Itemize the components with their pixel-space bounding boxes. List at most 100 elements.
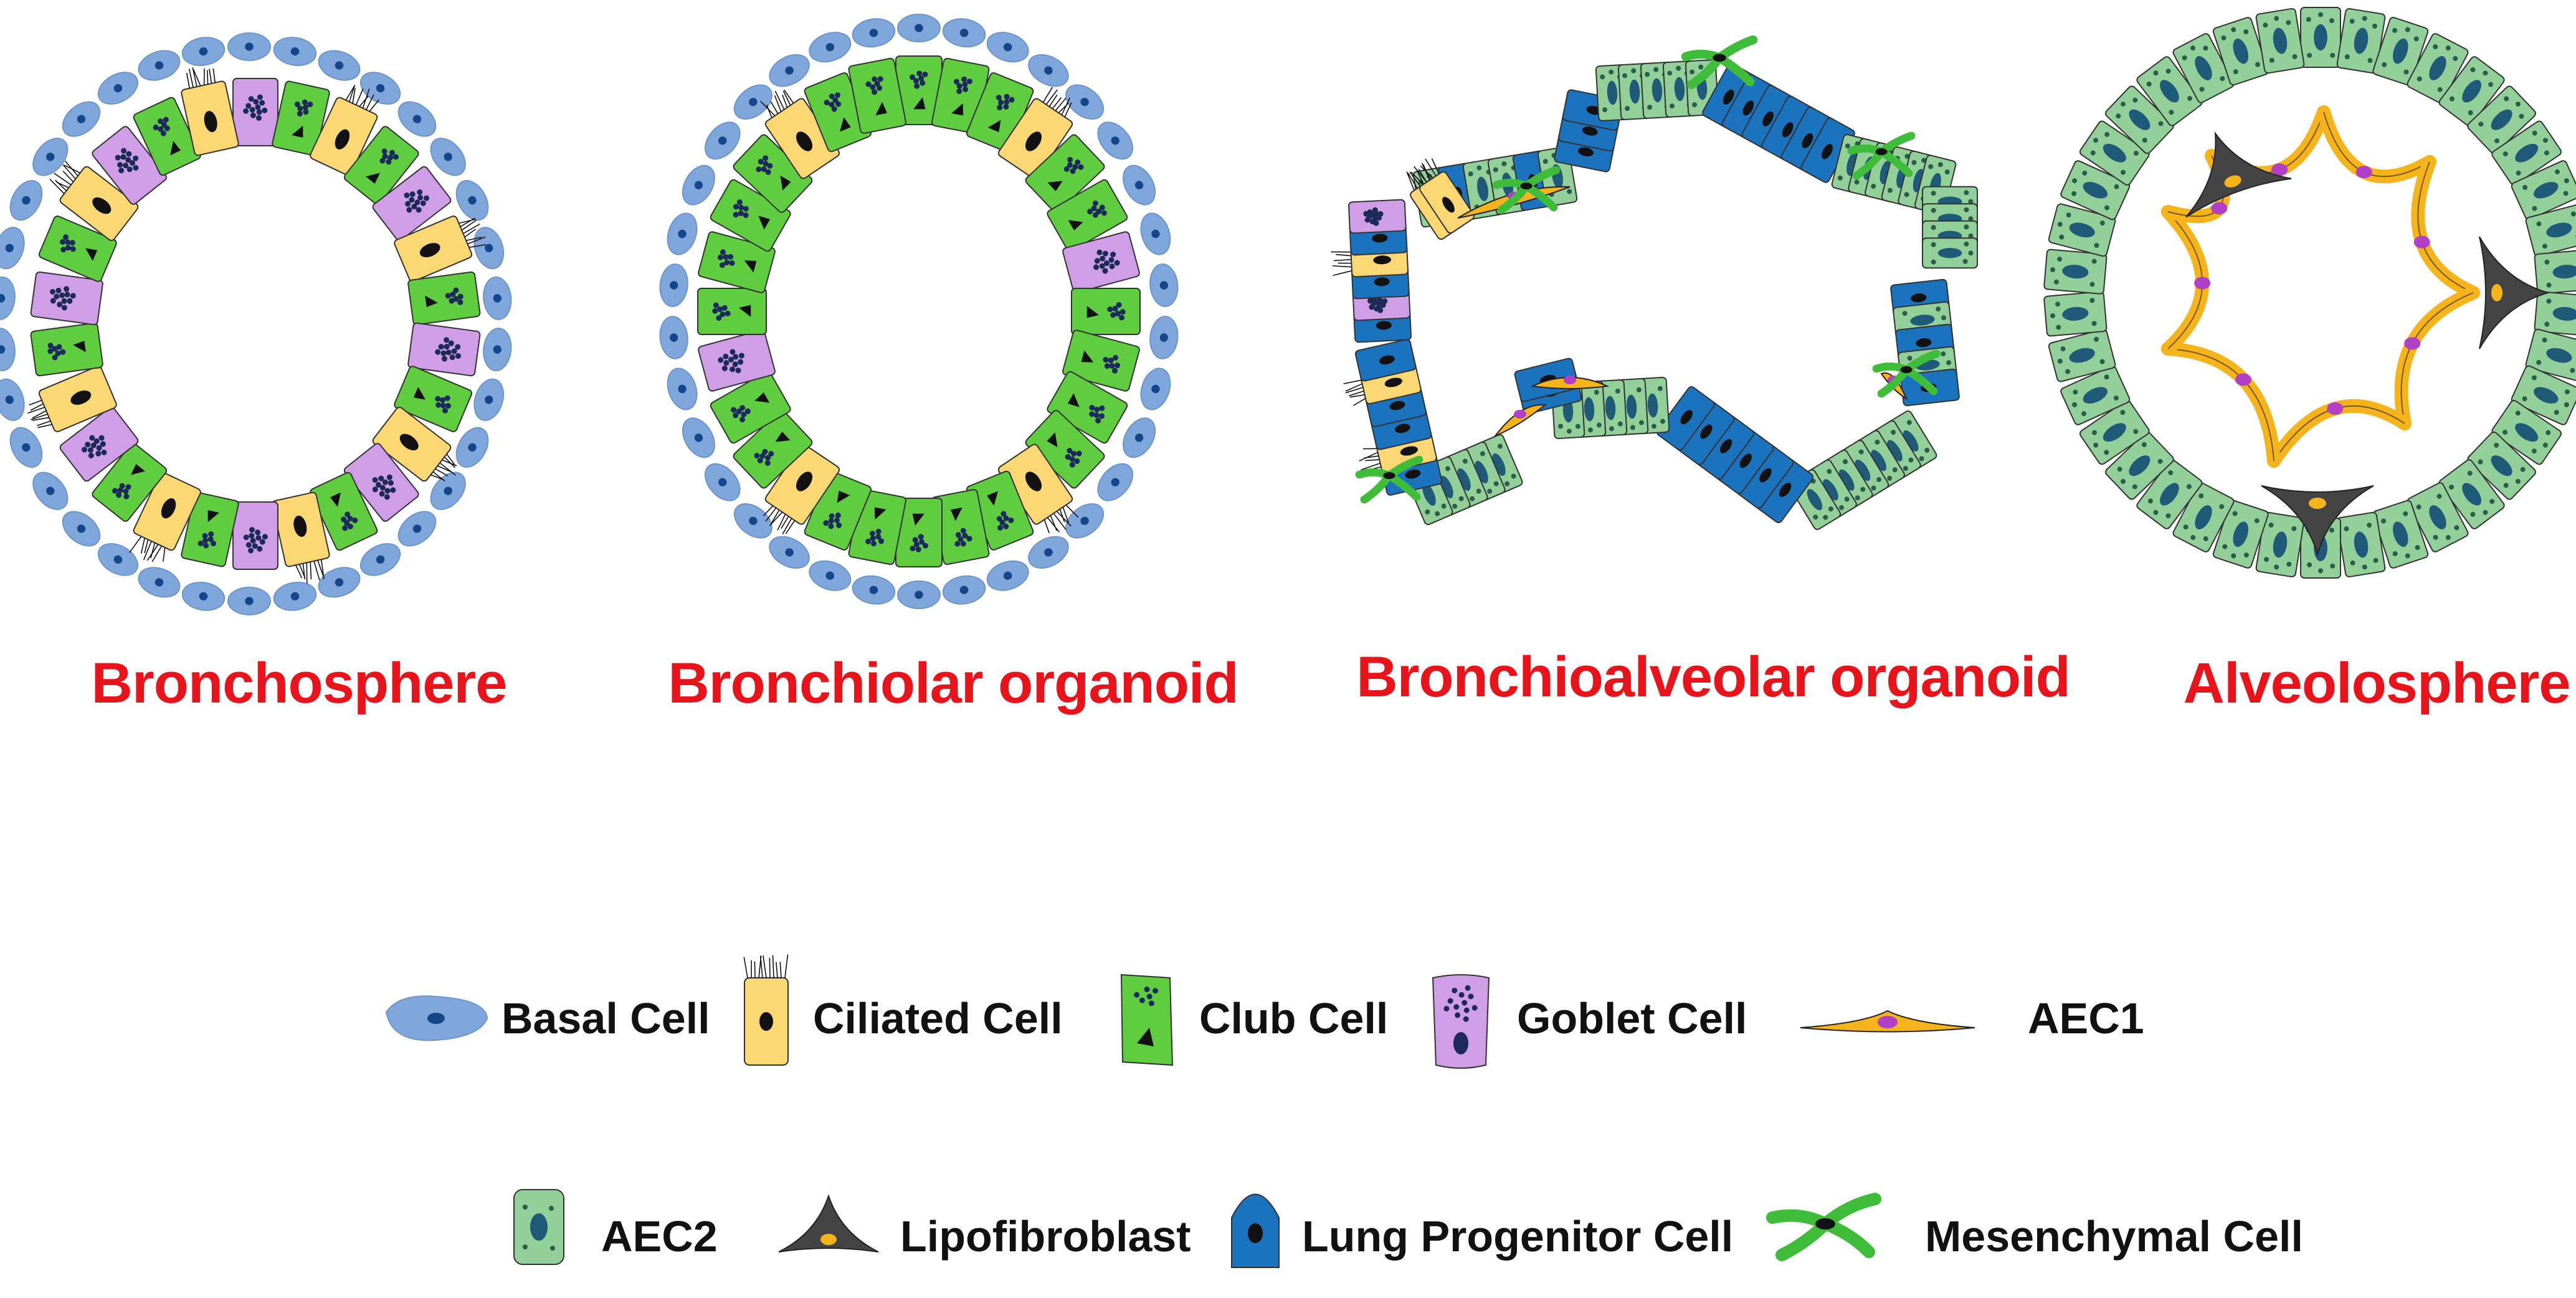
aec1-cell [2402,293,2473,424]
basal-cell [272,579,318,613]
basal-cell [898,14,940,42]
lung-progenitor-cell-icon [1232,1195,1279,1268]
goblet-cell-icon [1433,975,1489,1068]
aec1-cell [1495,405,1545,436]
aec2-cell [1922,238,1977,268]
title-bronchiolar-organoid: Bronchiolar organoid [668,651,1238,716]
basal-cell [658,315,690,360]
basal-cell [392,95,442,143]
basal-cell [4,175,48,225]
basal-cell [1024,49,1074,93]
basal-cell [663,209,702,258]
aec1-nucleus [2211,202,2227,214]
aec2-cell [2534,249,2576,294]
club-cell [698,288,766,334]
basal-cell [941,573,987,607]
basal-cell [764,49,815,93]
aec2-cell [2044,249,2107,294]
aec1-nucleus [2356,166,2372,178]
basal-cell [1148,263,1180,308]
bronchioalveolar-organoid [1331,40,1977,531]
basal-cell [1136,364,1175,413]
aec1-cell [2418,162,2473,293]
basal-cell [4,422,48,473]
lipofibroblast-icon [779,1196,878,1252]
basal-cell [1136,209,1175,258]
basal-cell [1117,412,1162,463]
aec1-nucleus [2194,277,2210,290]
basal-cell [676,412,721,463]
aec1-cell [2274,406,2405,461]
legend-label-goblet-cell: Goblet Cell [1517,993,1747,1043]
basal-cell [392,505,442,552]
basal-cell [56,505,106,552]
aec2-cell [2301,7,2341,67]
basal-cell [663,364,702,413]
basal-cell [0,276,17,321]
basal-cell [482,327,513,372]
basal-cell [0,376,29,424]
legend-label-lung-progenitor-cell: Lung Progenitor Cell [1302,1211,1733,1261]
basal-cell [26,466,74,516]
basal-cell [898,581,940,609]
basal-cell [658,263,690,308]
basal-cell [228,587,270,615]
club-cell [407,272,480,325]
aec1-nucleus [2327,402,2343,415]
basal-cell [482,276,513,321]
basal-cell [941,16,987,50]
basal-cell [135,45,184,85]
basal-cell [1148,315,1180,360]
basal-cell [180,579,226,613]
legend-label-ciliated-cell: Ciliated Cell [813,993,1063,1043]
aec2-cell [2256,8,2304,73]
basal-cell [56,95,106,143]
basal-cell [228,33,270,60]
legend-label-mesenchymal-cell: Mesenchymal Cell [1925,1211,2303,1261]
aec1-nucleus [2235,374,2251,386]
title-bronchosphere: Bronchosphere [92,651,507,716]
basal-cell [93,66,143,111]
club-cell [1072,288,1140,334]
title-alveolosphere: Alveolosphere [2184,651,2570,716]
basal-cell [806,27,854,67]
bronchiolar-organoid [658,14,1180,609]
title-bronchioalveolar-organoid: Bronchioalveolar organoid [1356,645,2070,710]
basal-cell [764,530,815,574]
basal-cell [272,34,318,69]
basal-cell [1117,160,1162,211]
goblet-cell [233,502,278,569]
basal-cell [135,562,184,602]
club-cell [31,323,103,376]
aec2-icon [514,1190,564,1264]
basal-cell [355,538,406,582]
legend-label-aec2: AEC2 [601,1211,718,1261]
aec1-nucleus [1564,376,1576,384]
basal-cell-icon [386,996,487,1040]
mesenchymal-cell-icon [1772,1199,1875,1255]
aec2-cell [2044,291,2107,336]
basal-cell [180,34,226,69]
aec1-icon [1800,1011,1975,1032]
legend-label-club-cell: Club Cell [1199,993,1388,1043]
basal-cell [850,16,896,50]
basal-cell [0,327,17,372]
aec1-cell [2168,349,2274,461]
basal-cell [983,27,1032,67]
basal-cell [806,556,854,595]
aec1-nucleus [2404,337,2420,349]
basal-cell [469,376,508,424]
basal-cell [355,66,406,111]
goblet-cell [1349,199,1406,233]
basal-cell [676,160,721,211]
basal-cell [315,45,364,85]
basal-cell [469,224,508,272]
basal-cell [983,556,1032,595]
basal-cell [850,573,896,607]
aec1-nucleus [1514,410,1526,419]
basal-cell [1024,530,1074,574]
club-cell-icon [1121,975,1172,1065]
legend-label-basal-cell: Basal Cell [501,993,710,1043]
